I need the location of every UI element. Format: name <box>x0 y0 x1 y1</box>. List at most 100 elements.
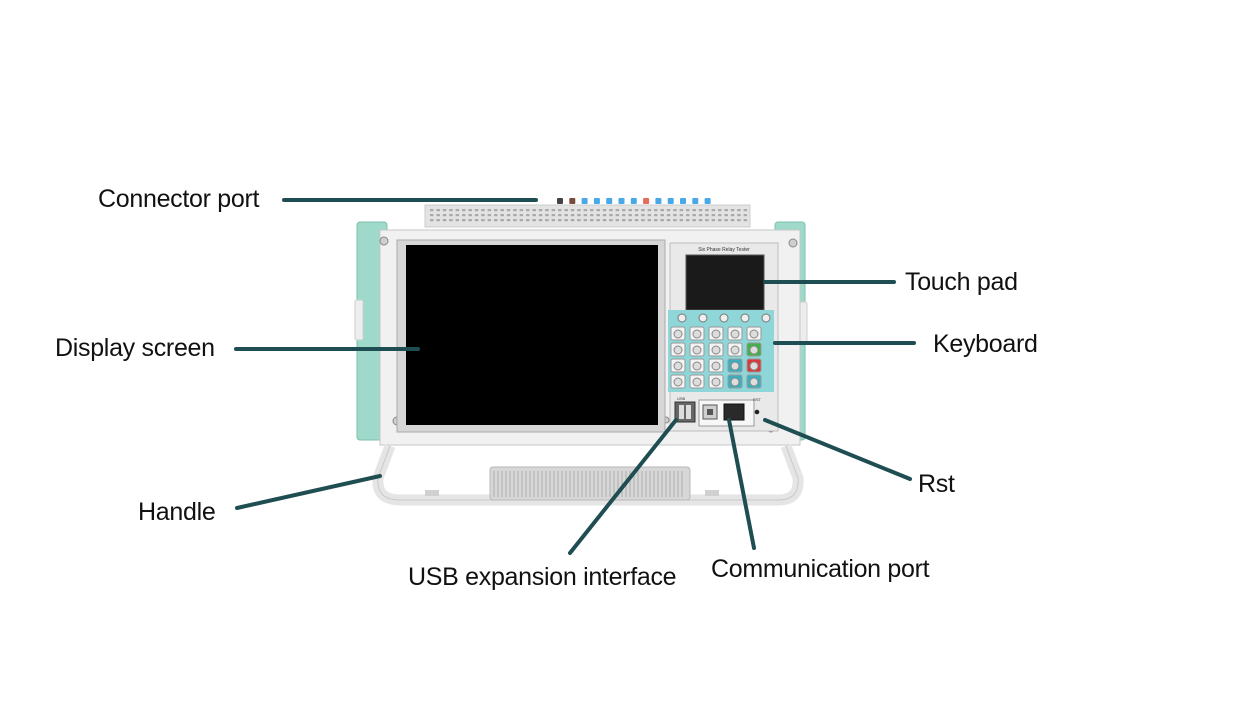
key <box>670 342 686 357</box>
vent-slot <box>583 219 588 222</box>
vent-slot <box>718 214 722 217</box>
terminal <box>593 198 600 204</box>
keyboard[interactable] <box>668 310 774 392</box>
key <box>689 374 705 389</box>
vent-slot <box>538 214 543 217</box>
vent-slot <box>679 219 684 222</box>
vent-slot <box>545 209 549 212</box>
connector-terminals <box>557 198 711 204</box>
vent-slot <box>654 209 658 212</box>
vent-slot <box>577 214 581 217</box>
handle-line <box>235 474 382 510</box>
vent-slot <box>730 214 735 217</box>
knob-key <box>740 313 750 323</box>
vent-slot <box>551 219 556 222</box>
vent-slot <box>462 209 466 212</box>
rst-button[interactable] <box>754 409 760 415</box>
vent-slot <box>641 214 645 217</box>
vent-slot <box>545 214 549 217</box>
key <box>689 342 705 357</box>
vent-slot <box>538 209 543 212</box>
label-connector-port: Connector port <box>98 185 260 213</box>
vent-slot <box>628 214 632 217</box>
key <box>746 374 762 389</box>
vent-slot <box>468 219 472 222</box>
rst-label: RST <box>753 397 762 402</box>
vent-slot <box>513 219 517 222</box>
vent-slot <box>449 209 453 212</box>
vent-slot <box>743 219 748 222</box>
vent-slot <box>622 209 626 212</box>
vent-slot <box>622 219 626 222</box>
vent-slot <box>487 209 492 212</box>
vent-slot <box>590 209 594 212</box>
vent-slot <box>666 214 671 217</box>
vent-slot <box>609 214 613 217</box>
key <box>670 374 686 389</box>
vent-slot <box>462 214 466 217</box>
vent-slot <box>474 214 479 217</box>
vent-slot <box>634 219 639 222</box>
vent-slot <box>724 209 728 212</box>
vent-slot <box>602 219 607 222</box>
vent-slot <box>506 219 511 222</box>
vent-slot <box>737 209 741 212</box>
display-screen <box>396 239 666 433</box>
vent-slot <box>596 219 600 222</box>
vent-slot <box>481 214 485 217</box>
vent-slot <box>577 209 581 212</box>
terminal <box>606 198 613 204</box>
terminal <box>630 198 637 204</box>
vent-slot <box>647 219 652 222</box>
vent-slot <box>596 209 600 212</box>
vent-slot <box>570 214 575 217</box>
knob-key <box>719 313 729 323</box>
vent-slot <box>615 209 620 212</box>
key <box>746 326 762 341</box>
vent-slot <box>500 214 504 217</box>
vent-slot <box>513 209 517 212</box>
vent-slot <box>442 219 447 222</box>
vent-slot <box>506 214 511 217</box>
vent-slot <box>564 214 568 217</box>
terminal <box>680 198 686 204</box>
vent-slot <box>692 214 696 217</box>
terminal <box>618 198 625 204</box>
vent-slot <box>442 209 447 212</box>
vent-slot <box>430 214 434 217</box>
usb-expansion-interface[interactable] <box>674 401 696 423</box>
vent-slot <box>481 209 485 212</box>
vent-slot <box>583 209 588 212</box>
key <box>689 326 705 341</box>
vent-slot <box>628 209 632 212</box>
vent-slot <box>596 214 600 217</box>
label-communication-port: Communication port <box>711 555 930 583</box>
callout-lines <box>234 198 916 555</box>
vent-slot <box>436 209 440 212</box>
label-keyboard: Keyboard <box>933 330 1038 358</box>
vent-slot <box>730 209 735 212</box>
knob-key <box>677 313 687 323</box>
vent-slot <box>532 209 536 212</box>
vent-slot <box>487 214 492 217</box>
vent-slot <box>590 214 594 217</box>
terminal <box>667 198 674 204</box>
vent-slot <box>577 219 581 222</box>
vent-slot <box>718 209 722 212</box>
vent-slot <box>455 219 460 222</box>
vent-slot <box>583 214 588 217</box>
vent-slot <box>570 219 575 222</box>
vent-slot <box>609 209 613 212</box>
handle[interactable] <box>372 444 804 506</box>
vent-slot <box>673 209 677 212</box>
key <box>670 358 686 373</box>
vent-slot <box>647 214 652 217</box>
vent-slot <box>519 214 524 217</box>
vent-slot <box>628 219 632 222</box>
key <box>708 342 724 357</box>
panel-title: Six Phase Relay Tester <box>698 247 750 253</box>
vent-slot <box>679 214 684 217</box>
communication-port[interactable] <box>723 403 745 421</box>
touch-pad[interactable] <box>685 254 765 311</box>
